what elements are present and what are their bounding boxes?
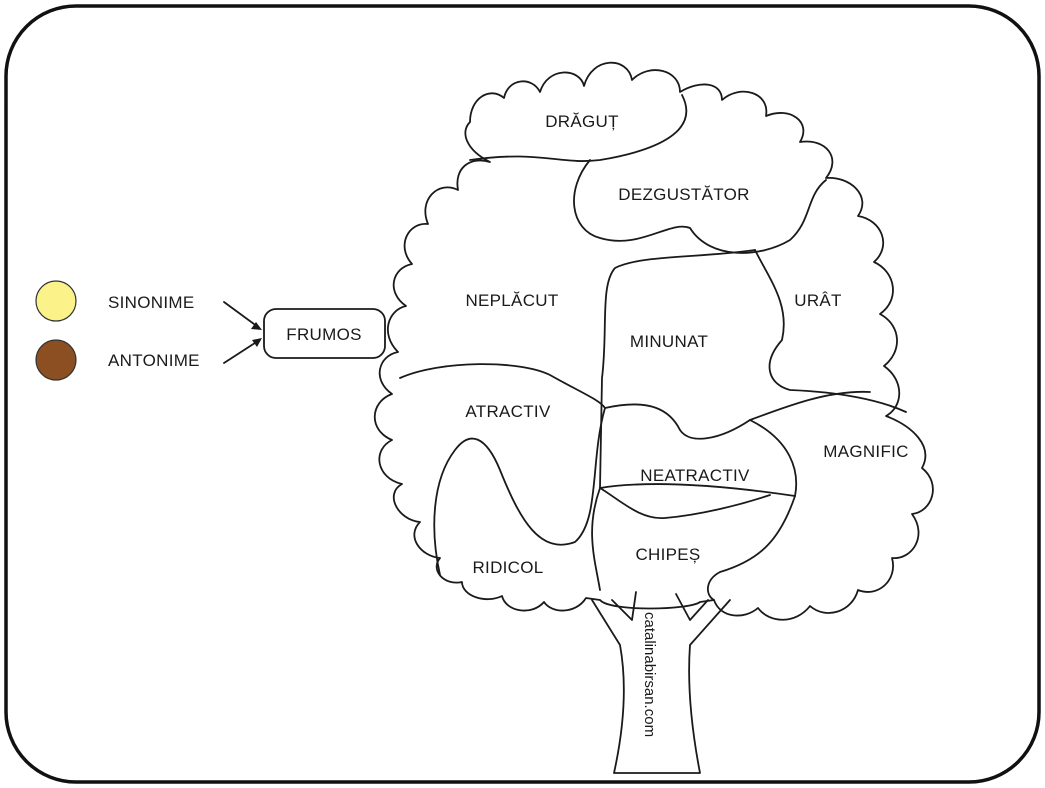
region-label-dragut: DRĂGUȚ xyxy=(545,112,619,131)
synonym-color-dot xyxy=(35,280,77,322)
tree-crown-outline xyxy=(373,61,934,621)
region-label-atractiv: ATRACTIV xyxy=(465,402,551,421)
region-label-neplacut: NEPLĂCUT xyxy=(465,291,558,310)
region-label-minunat: MINUNAT xyxy=(630,332,708,351)
region-label-chipes: CHIPEȘ xyxy=(635,545,700,564)
antonym-color-dot xyxy=(35,339,77,381)
target-word: FRUMOS xyxy=(286,325,361,344)
region-label-dezgustator: DEZGUSTĂTOR xyxy=(618,185,749,204)
legend-synonyms-label: SINONIME xyxy=(108,293,194,312)
watermark: catalinabirsan.com xyxy=(641,612,658,737)
tree-region-dividers xyxy=(399,94,907,601)
page-frame xyxy=(4,4,1041,784)
region-label-magnific: MAGNIFIC xyxy=(823,442,909,461)
legend-antonyms-label: ANTONIME xyxy=(108,351,200,370)
region-label-neatractiv: NEATRACTIV xyxy=(640,466,750,485)
tree-region-labels: DRĂGUȚ DEZGUSTĂTOR NEPLĂCUT URÂT MINUNAT… xyxy=(465,112,908,577)
legend-arrows xyxy=(223,301,262,364)
region-label-urat: URÂT xyxy=(794,291,841,310)
target-word-box xyxy=(263,308,386,359)
region-label-ridicol: RIDICOL xyxy=(472,558,543,577)
